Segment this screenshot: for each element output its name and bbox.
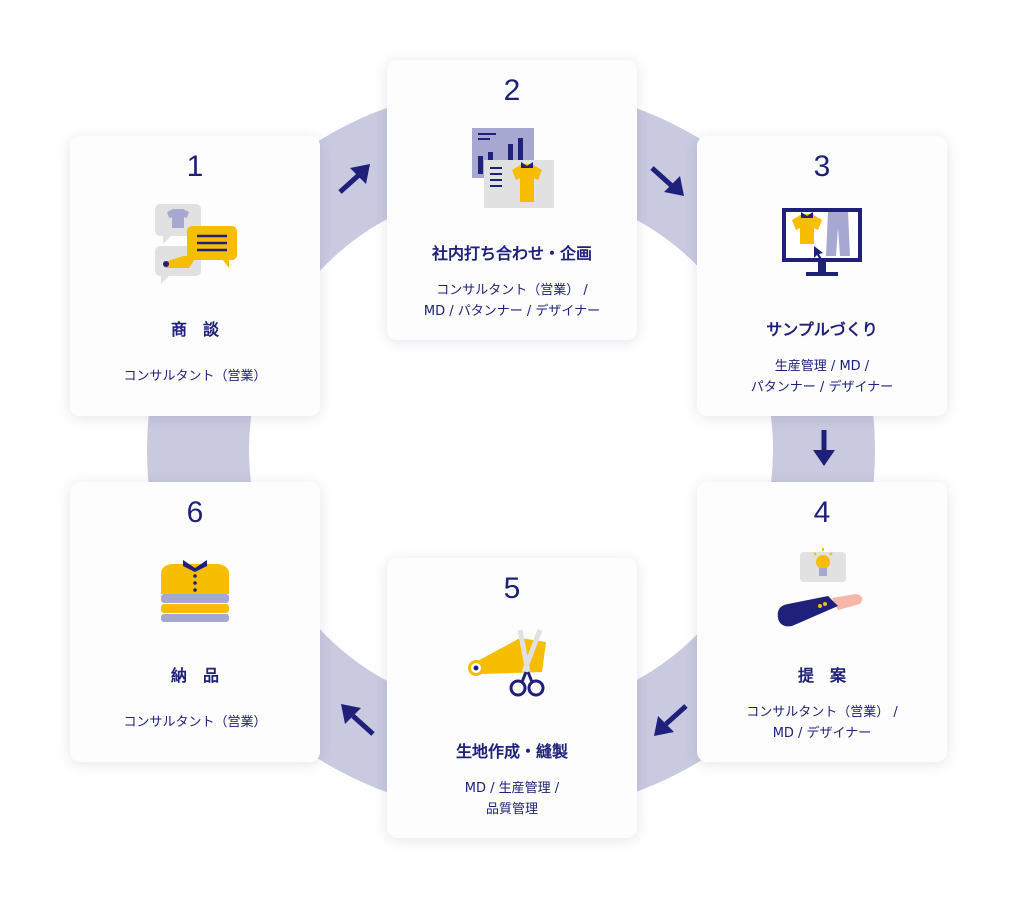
step-roles: 生産管理 / MD / パタンナー / デザイナー bbox=[707, 356, 937, 398]
step-card-2: 2 社内打ち合わせ・企画 コンサルタント（営業） / MD / パタンナー / デ… bbox=[387, 60, 637, 340]
idea-handshake-icon bbox=[777, 548, 863, 627]
step-title: 納 品 bbox=[170, 666, 219, 685]
step-roles: コンサルタント（営業） / MD / デザイナー bbox=[707, 702, 937, 744]
step-title: 商 談 bbox=[170, 320, 219, 339]
step-number: 5 bbox=[503, 572, 521, 605]
chart-document-icon bbox=[472, 128, 554, 208]
arrow-down-right-icon bbox=[650, 166, 684, 196]
role-line: コンサルタント（営業） bbox=[123, 369, 267, 384]
arrow-down-icon bbox=[813, 430, 835, 466]
step-number: 2 bbox=[503, 74, 521, 107]
step-number: 3 bbox=[813, 150, 831, 183]
step-number: 6 bbox=[186, 496, 204, 529]
role-line: パタンナー / デザイナー bbox=[750, 380, 894, 395]
folded-shirts-icon bbox=[161, 560, 229, 622]
arrow-up-right-icon bbox=[338, 164, 370, 194]
role-line: コンサルタント（営業） / bbox=[436, 283, 588, 298]
role-line: コンサルタント（営業） bbox=[123, 715, 267, 730]
chat-bubbles-icon bbox=[155, 204, 237, 284]
arrow-up-left-icon bbox=[341, 704, 375, 736]
step-roles: コンサルタント（営業） bbox=[80, 366, 310, 387]
step-card-4: 4 提 案 コンサルタント（営業） / MD / デザイナー bbox=[697, 482, 947, 762]
role-line: MD / 生産管理 / bbox=[464, 781, 560, 796]
role-line: 生産管理 / MD / bbox=[774, 359, 870, 374]
step-roles: MD / 生産管理 / 品質管理 bbox=[397, 778, 627, 820]
step-number: 1 bbox=[186, 150, 204, 183]
step-title: 提 案 bbox=[797, 666, 846, 685]
arrow-down-left-icon bbox=[654, 704, 688, 736]
step-roles: コンサルタント（営業） bbox=[80, 712, 310, 733]
step-card-1: 1 商 談 コンサルタント（営業） bbox=[70, 136, 320, 416]
monitor-clothes-icon bbox=[782, 208, 862, 276]
role-line: 品質管理 bbox=[485, 802, 538, 817]
step-number: 4 bbox=[813, 496, 831, 529]
role-line: コンサルタント（営業） / bbox=[746, 705, 898, 720]
step-roles: コンサルタント（営業） / MD / パタンナー / デザイナー bbox=[397, 280, 627, 322]
step-title: 社内打ち合わせ・企画 bbox=[431, 244, 592, 263]
role-line: MD / パタンナー / デザイナー bbox=[423, 304, 601, 319]
step-card-5: 5 生地作成・縫製 MD / 生産管理 / 品質管理 bbox=[387, 558, 637, 838]
step-card-6: 6 納 品 コンサルタント（営業） bbox=[70, 482, 320, 762]
step-title: 生地作成・縫製 bbox=[455, 742, 568, 761]
step-card-3: 3 サンプルづくり 生産管理 / MD / パタンナー / デザイナー bbox=[697, 136, 947, 416]
step-title: サンプルづくり bbox=[766, 320, 878, 339]
role-line: MD / デザイナー bbox=[772, 726, 872, 741]
fabric-scissors-icon bbox=[468, 629, 546, 697]
